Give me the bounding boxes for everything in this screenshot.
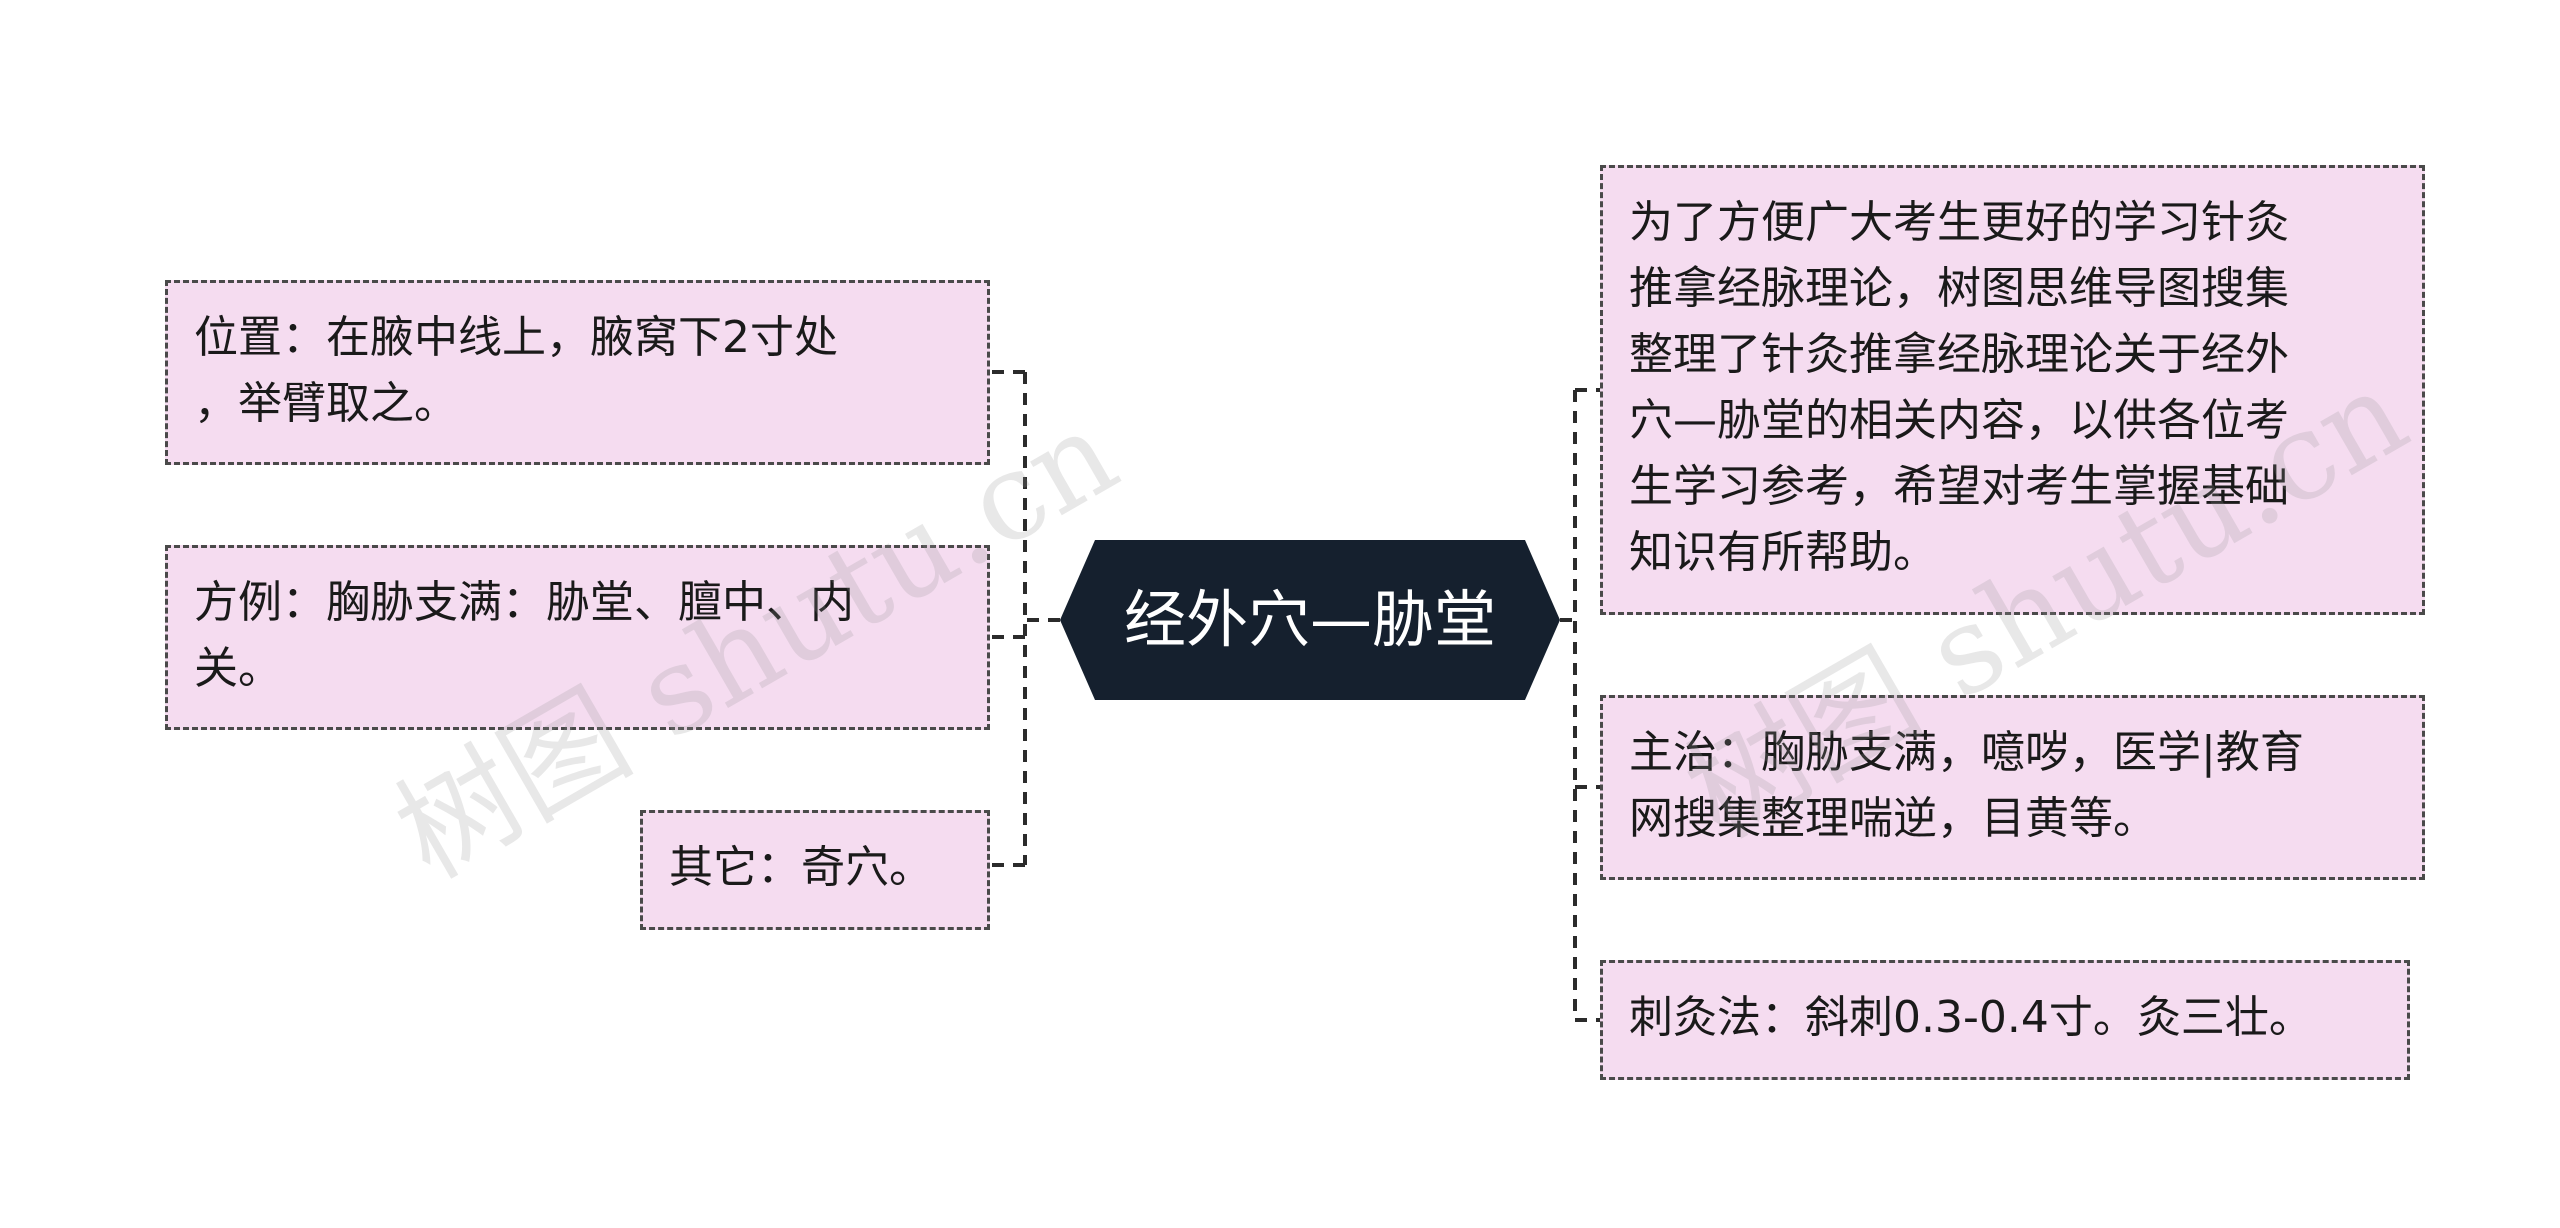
right-node-indications[interactable]: 主治：胸胁支满，噫哕，医学|教育 网搜集整理喘逆，目黄等。 xyxy=(1600,695,2425,880)
right-node-needling[interactable]: 刺灸法：斜刺0.3-0.4寸。灸三壮。 xyxy=(1600,960,2410,1080)
left-node-position[interactable]: 位置：在腋中线上，腋窝下2寸处 ，举臂取之。 xyxy=(165,280,990,465)
right-node-intro[interactable]: 为了方便广大考生更好的学习针灸 推拿经脉理论，树图思维导图搜集 整理了针灸推拿经… xyxy=(1600,165,2425,615)
left-node-other[interactable]: 其它：奇穴。 xyxy=(640,810,990,930)
left-node-prescription[interactable]: 方例：胸胁支满：胁堂、膻中、内 关。 xyxy=(165,545,990,730)
root-node-shape xyxy=(1060,540,1560,700)
connectors xyxy=(990,370,1600,1022)
root-node-label[interactable]: 经外穴—胁堂 xyxy=(1123,583,1496,656)
